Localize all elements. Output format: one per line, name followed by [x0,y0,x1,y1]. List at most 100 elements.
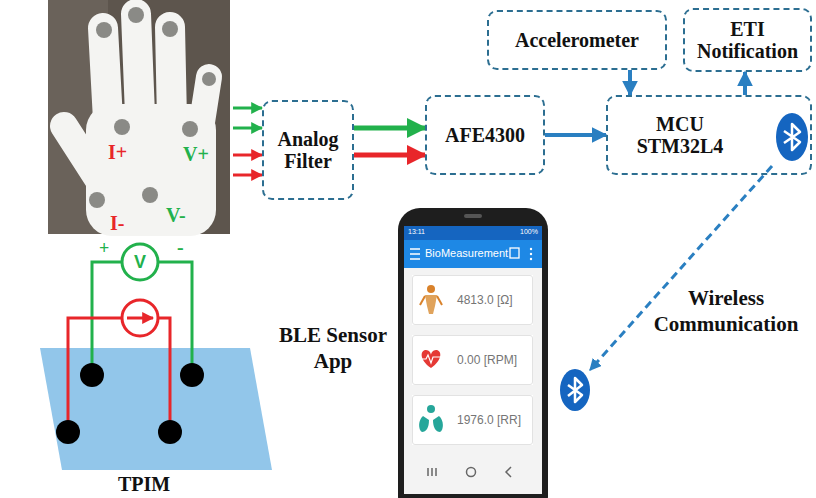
flow-arrow [743,72,747,95]
reading-value: 4813.0 [Ω] [457,293,513,307]
reading-value: 0.00 [RPM] [457,353,517,367]
flow-arrow [354,153,425,158]
sensor-box: Accelerometer [487,10,667,70]
tpim-schematic [122,244,158,280]
app-title: BioMeasurement [425,247,508,259]
smartphone [412,335,533,385]
bluetooth-icon [776,113,808,161]
glove-photo [182,121,198,137]
tpim-schematic [80,363,104,387]
reading-card: 0.00 [RPM] [412,335,533,385]
glove-photo [96,22,112,38]
tpim-schematic [68,318,122,432]
tpim-schematic [127,317,153,320]
tpim-schematic [180,363,204,387]
signal-arrows [233,174,262,177]
smartphone [437,296,442,305]
signal-arrows [233,127,262,130]
glove-photo [48,0,230,236]
tpim-schematic [40,348,272,470]
smartphone [398,208,548,498]
smartphone [510,248,519,258]
flow-arrow [628,70,632,95]
tpim-schematic [158,420,182,444]
tpim-schematic [158,318,170,432]
signal-arrows [233,154,262,157]
signal-arrows [233,108,262,175]
electrode-label: V+ [183,143,209,166]
flow-arrow [545,133,606,137]
electrode-label: V- [166,204,186,227]
smartphone [530,248,532,250]
polarity-label: + [99,238,109,259]
bluetooth-icon [568,378,582,402]
output-box: ETI Notification [683,8,812,72]
polarity-label: - [177,236,184,259]
smartphone [464,214,482,218]
mcu-box: MCU STM32L4 [606,95,812,175]
glove-photo [128,7,144,23]
box-label: Analog Filter [268,128,348,172]
smartphone [412,395,533,445]
smartphone [410,258,420,260]
smartphone [506,467,511,477]
glove-photo [89,192,105,208]
box-label: AFE4300 [445,124,525,146]
smartphone [412,275,533,325]
status-text: 100% [520,228,538,235]
box-label: MCU STM32L4 [612,113,748,157]
smartphone [427,285,435,293]
bluetooth-icon [776,113,808,161]
smartphone [425,295,437,314]
electrode-label: I+ [108,141,127,164]
smartphone [404,226,542,494]
wireless-link [590,166,772,370]
smartphone [420,296,425,305]
smartphone [427,405,435,413]
smartphone [467,468,476,477]
smartphone [427,468,429,476]
tpim-schematic [122,300,158,336]
smartphone [419,416,429,432]
smartphone [435,468,437,476]
chip-box: AFE4300 [425,95,545,175]
box-label: ETI Notification [689,18,806,62]
link-label: Wireless Communication [640,285,812,338]
smartphone [530,253,532,255]
signal-arrows [233,107,262,110]
electrode-label: I- [110,212,124,235]
flow-arrow [354,126,425,131]
tpim-schematic [56,420,80,444]
glove-photo [162,21,178,37]
smartphone [421,355,441,363]
smartphone [410,253,420,255]
glove-photo [142,187,158,203]
smartphone [431,468,433,476]
status-text: 13:11 [408,228,425,235]
bluetooth-icon [560,369,590,411]
reading-card: 4813.0 [Ω] [412,275,533,325]
filter-box: Analog Filter [262,100,354,200]
glove-photo [114,119,130,135]
smartphone [410,248,420,250]
reading-value: 1976.0 [RR] [457,413,521,427]
box-label: Accelerometer [515,29,639,51]
tpim-schematic [40,244,272,470]
reading-card: 1976.0 [RR] [412,395,533,445]
app-label: BLE Sensor App [270,322,396,375]
figure-caption: TPIM [118,473,170,496]
smartphone [398,208,548,498]
glove-photo [202,72,216,86]
meter-symbol: V [122,244,158,280]
bluetooth-icon [560,369,590,411]
bluetooth-icon [784,124,800,150]
glove-photo [136,14,140,115]
smartphone [530,258,532,260]
smartphone [433,416,443,432]
smartphone [404,226,542,240]
glove-photo [86,104,216,236]
smartphone [404,240,542,268]
smartphone [422,350,441,368]
